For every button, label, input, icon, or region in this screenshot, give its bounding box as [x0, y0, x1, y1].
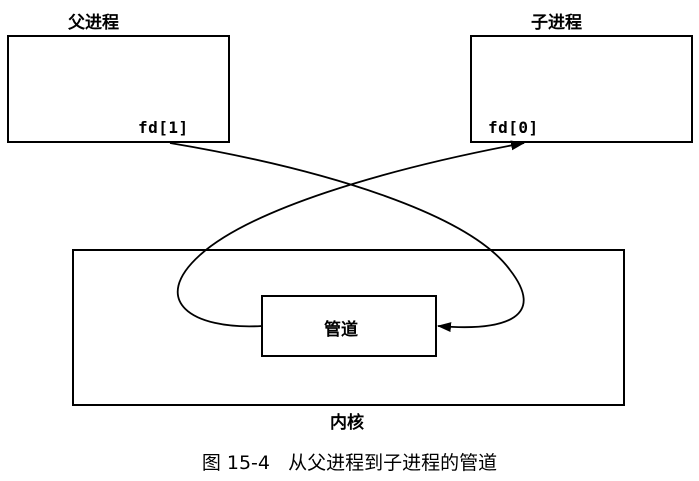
write-arrow: [169, 142, 525, 333]
read-arrow: [176, 140, 525, 328]
parent-fd-label: fd[1]: [138, 118, 189, 137]
kernel-label: 内核: [330, 413, 364, 433]
child-fd-label: fd[0]: [488, 118, 539, 137]
child-process-title: 子进程: [531, 13, 582, 33]
kernel-box: [72, 249, 625, 406]
parent-process-box: [7, 35, 230, 143]
figure-caption: 图 15-4 从父进程到子进程的管道: [0, 448, 699, 475]
diagram-canvas: [7, 35, 693, 406]
pipe-label: 管道: [324, 320, 358, 340]
figure-number: 图 15-4: [201, 452, 271, 474]
parent-process-title: 父进程: [68, 13, 119, 33]
figure-caption-text: 从父进程到子进程的管道: [288, 452, 498, 474]
child-process-box: [470, 35, 693, 143]
